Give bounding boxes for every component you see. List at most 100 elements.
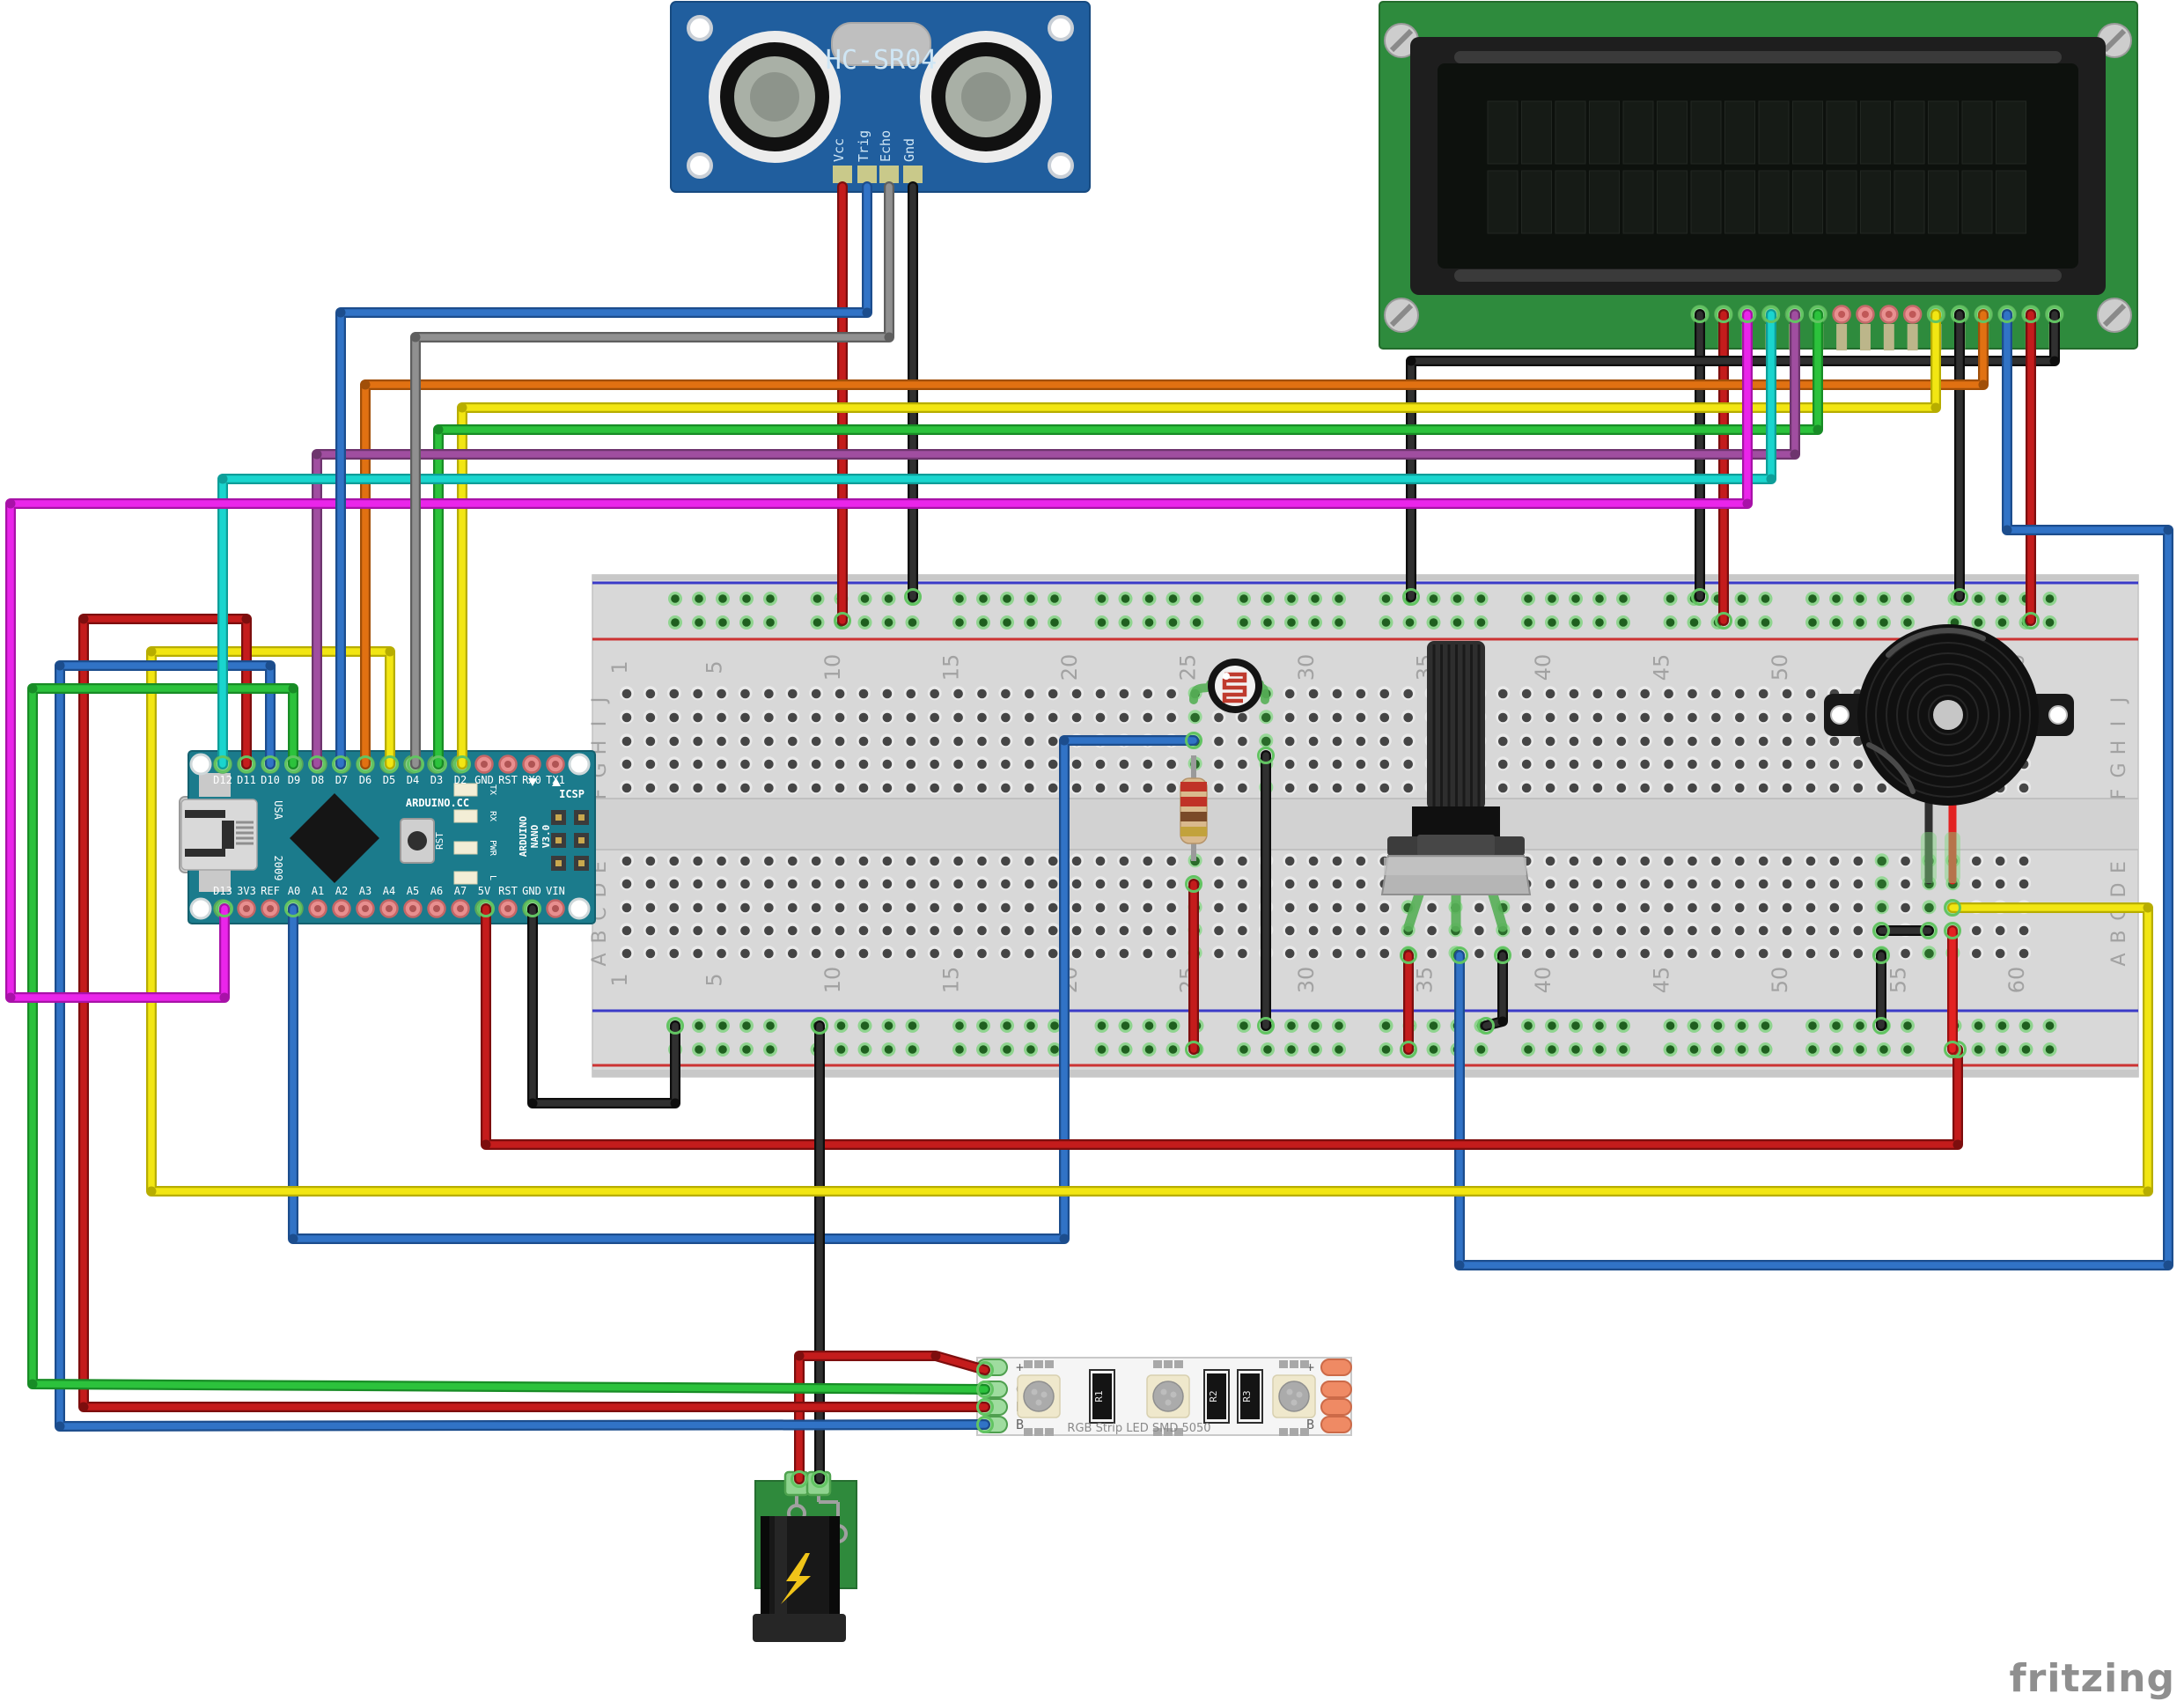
- svg-text:5: 5: [702, 973, 727, 986]
- svg-text:3V3: 3V3: [237, 885, 256, 897]
- wires[interactable]: [5, 181, 2173, 1488]
- svg-text:45: 45: [1650, 967, 1674, 994]
- svg-text:RST: RST: [498, 774, 518, 786]
- svg-text:D3: D3: [430, 774, 443, 786]
- wire-lcd14-pot[interactable]: [1451, 306, 2173, 1270]
- svg-text:A1: A1: [312, 885, 324, 897]
- svg-text:F: F: [2108, 789, 2130, 800]
- svg-text:A4: A4: [383, 885, 395, 897]
- svg-text:35: 35: [1413, 967, 1438, 994]
- wire-a0-ldr[interactable]: [284, 732, 1202, 1244]
- svg-text:30: 30: [1294, 654, 1319, 681]
- svg-text:ICSP: ICSP: [559, 788, 585, 800]
- svg-text:L: L: [488, 875, 497, 880]
- wire-ldr-gnd[interactable]: [1257, 747, 1275, 1035]
- svg-text:D10: D10: [261, 774, 280, 786]
- resistor-220ohm[interactable]: [1180, 755, 1208, 861]
- lcd-16x2-display[interactable]: [1379, 1, 2138, 350]
- wire-d2-lcd11[interactable]: [453, 306, 1945, 773]
- wire-trig-d7[interactable]: [332, 181, 872, 773]
- svg-text:25: 25: [1176, 654, 1201, 681]
- wire-d3-lcd6[interactable]: [430, 306, 1827, 773]
- piezo-buzzer[interactable]: [1824, 624, 2074, 885]
- svg-text:20: 20: [1057, 654, 1082, 681]
- svg-text:GND: GND: [474, 774, 494, 786]
- svg-text:G: G: [2108, 762, 2130, 777]
- svg-text:TX: TX: [488, 784, 497, 795]
- fritzing-logo: fritzing: [2009, 1656, 2175, 1701]
- rgb-led-strip[interactable]: ++GGRRBBR1R2R3RGB Strip LED SMD 5050: [976, 1357, 1352, 1436]
- wire-d8-lcd5[interactable]: [308, 306, 1804, 773]
- svg-text:H: H: [2108, 740, 2130, 755]
- wire-d6-lcd13[interactable]: [357, 306, 1992, 773]
- svg-text:5: 5: [702, 660, 727, 674]
- wire-buzzer-vcc[interactable]: [1944, 922, 1961, 1058]
- svg-text:B: B: [1016, 1417, 1024, 1432]
- svg-text:PWR: PWR: [488, 840, 497, 857]
- svg-text:B: B: [1306, 1417, 1314, 1432]
- svg-text:45: 45: [1650, 654, 1674, 681]
- svg-text:1: 1: [607, 660, 632, 674]
- svg-text:D7: D7: [335, 774, 348, 786]
- wire-d9-stripG[interactable]: [27, 683, 994, 1398]
- svg-text:5V: 5V: [478, 885, 490, 897]
- svg-text:J: J: [2108, 697, 2130, 705]
- svg-text:RX0: RX0: [522, 774, 541, 786]
- svg-text:+: +: [1306, 1359, 1314, 1375]
- svg-text:R2: R2: [1208, 1390, 1219, 1402]
- svg-text:1: 1: [607, 973, 632, 986]
- wire-hcsr04-gnd[interactable]: [904, 181, 922, 606]
- svg-text:A6: A6: [430, 885, 443, 897]
- battery-9v[interactable]: [753, 1470, 857, 1642]
- wire-d5-buzzer[interactable]: [146, 646, 2153, 1197]
- wire-lcd-pin15[interactable]: [2022, 306, 2040, 630]
- svg-text:50: 50: [1768, 967, 1792, 994]
- wire-5v-rail[interactable]: [477, 900, 1967, 1150]
- wire-echo-d4[interactable]: [407, 181, 894, 773]
- wire-d13-lcd3[interactable]: [5, 306, 1756, 1003]
- svg-text:2009: 2009: [272, 856, 284, 881]
- svg-text:D2: D2: [454, 774, 467, 786]
- wire-lcd-pin2[interactable]: [1715, 306, 1732, 630]
- svg-text:Trig: Trig: [856, 130, 871, 162]
- svg-text:10: 10: [820, 654, 845, 681]
- wire-ldr-rail[interactable]: [1185, 875, 1202, 1058]
- wire-d10-stripB[interactable]: [55, 660, 994, 1433]
- svg-text:A: A: [589, 953, 611, 966]
- svg-text:I: I: [2108, 721, 2130, 727]
- svg-text:A2: A2: [335, 885, 348, 897]
- svg-text:I: I: [589, 721, 611, 727]
- svg-text:Gnd: Gnd: [901, 138, 917, 162]
- svg-text:TX1: TX1: [546, 774, 565, 786]
- svg-text:D13: D13: [213, 885, 232, 897]
- photoresistor-ldr[interactable]: [1189, 659, 1269, 713]
- svg-text:A0: A0: [288, 885, 300, 897]
- svg-text:HC-SR04: HC-SR04: [826, 45, 937, 76]
- svg-text:15: 15: [939, 654, 964, 681]
- svg-text:D6: D6: [359, 774, 371, 786]
- wire-gnd-rail[interactable]: [524, 900, 684, 1108]
- wire-d12-lcd4[interactable]: [214, 306, 1780, 773]
- wire-pot-gnd[interactable]: [1477, 946, 1511, 1035]
- svg-text:D5: D5: [383, 774, 395, 786]
- svg-text:30: 30: [1294, 967, 1319, 994]
- svg-text:NANO: NANO: [529, 824, 540, 848]
- wire-buzzer-jumper[interactable]: [1872, 922, 1938, 939]
- wire-battery-pos[interactable]: [791, 1351, 994, 1488]
- svg-text:D: D: [2108, 883, 2130, 898]
- potentiometer[interactable]: [1380, 641, 1532, 932]
- svg-text:40: 40: [1531, 654, 1555, 681]
- svg-text:A3: A3: [359, 885, 371, 897]
- svg-text:15: 15: [939, 967, 964, 994]
- svg-text:60: 60: [2004, 967, 2029, 994]
- svg-text:D8: D8: [312, 774, 324, 786]
- wire-buzzer-gnd[interactable]: [1872, 946, 1890, 1035]
- wire-battery-neg[interactable]: [811, 1017, 828, 1488]
- wire-pot-vcc[interactable]: [1400, 946, 1417, 1058]
- svg-text:R3: R3: [1241, 1390, 1253, 1402]
- wire-lcd-pin12[interactable]: [1951, 306, 1968, 606]
- svg-text:10: 10: [820, 967, 845, 994]
